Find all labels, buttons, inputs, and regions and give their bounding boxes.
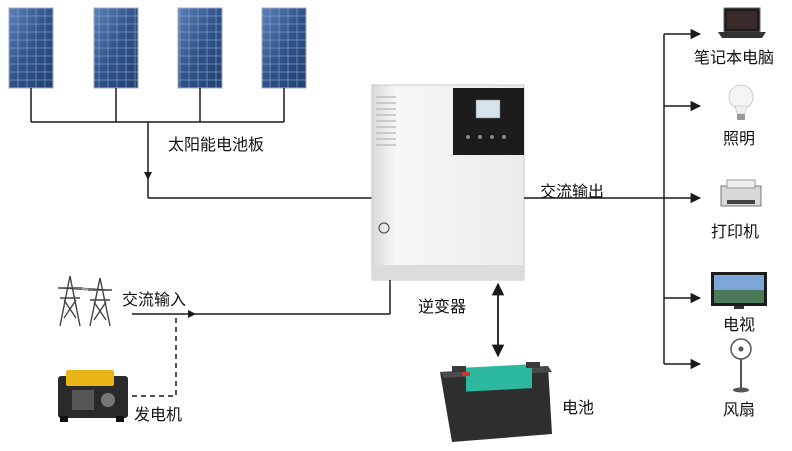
solar-panel-icon (93, 7, 139, 89)
lighting-label: 照明 (723, 129, 756, 148)
generator-label: 发电机 (134, 405, 183, 424)
inverter-display (453, 88, 524, 155)
ac-output-wiring (524, 28, 702, 370)
light-bulb-icon (728, 84, 754, 120)
solar-panel-array (8, 7, 307, 89)
tv-label: 电视 (723, 315, 756, 334)
inverter-label: 逆变器 (418, 297, 467, 316)
laptop-icon (718, 7, 766, 38)
laptop-label: 笔记本电脑 (694, 48, 775, 67)
fan-label: 风扇 (723, 400, 756, 419)
generator-icon (58, 370, 128, 422)
solar-panel-icon (8, 7, 54, 89)
solar-wiring (30, 88, 372, 199)
battery-icon (440, 362, 552, 442)
printer-label: 打印机 (711, 222, 760, 241)
power-tower-icon (57, 275, 113, 327)
inverter-icon (371, 84, 525, 281)
ac-input-wiring (132, 280, 391, 397)
inverter-logo (378, 222, 390, 234)
solar-panel-icon (261, 7, 307, 89)
printer-icon (720, 179, 762, 207)
tv-icon (711, 272, 767, 309)
ac-input-label: 交流输入 (122, 290, 187, 309)
solar-panel-label: 太阳能电池板 (168, 135, 265, 154)
fan-icon (730, 338, 752, 393)
solar-panel-icon (177, 7, 223, 89)
battery-label: 电池 (562, 398, 595, 417)
ac-output-label: 交流输出 (540, 182, 605, 201)
